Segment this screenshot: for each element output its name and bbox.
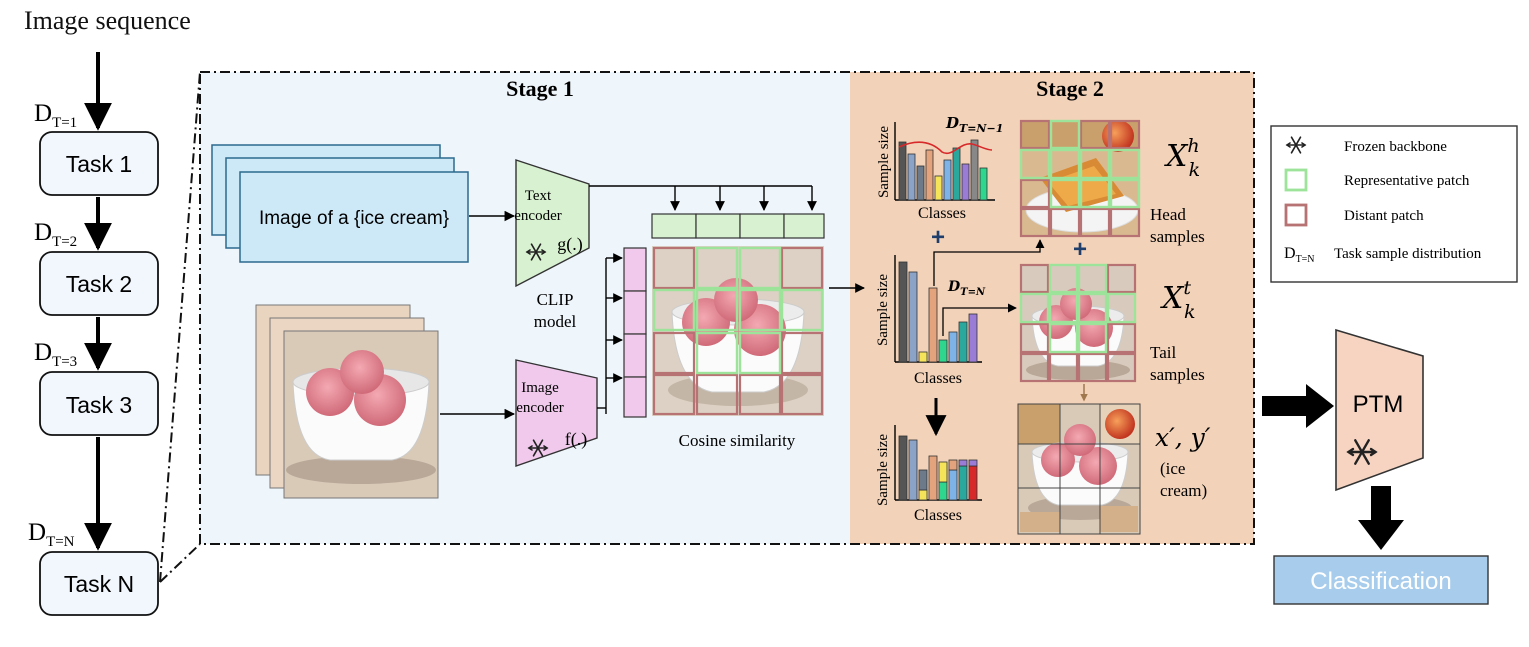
image-embedding-column: [623, 247, 647, 418]
image-encoder-line2: encoder: [516, 400, 563, 416]
legend-task-symbol: DT=N: [1284, 245, 1315, 265]
image-encoder: Image encoder f(.): [515, 359, 598, 467]
task-3-group: DT=3 Task 3: [34, 339, 159, 436]
chart-current-dist-label: DT=N: [947, 279, 986, 298]
legend-task: Task sample distribution: [1334, 246, 1482, 262]
legend-dist-swatch: [1284, 203, 1308, 227]
head-label-line1: Head: [1150, 205, 1186, 224]
plus-sign-2: +: [1073, 236, 1087, 263]
task-3-distribution: DT=3: [34, 339, 77, 370]
cosine-similarity-grid: [652, 246, 824, 416]
clip-label-line2: model: [534, 312, 577, 331]
task-n-group: DT=N Task N: [28, 519, 159, 616]
chart-balanced-axis-x: Classes: [914, 507, 962, 524]
arrow-to-ptm: [1262, 384, 1334, 428]
task-2-label: Task 2: [66, 271, 132, 297]
text-encoder: Text encoder g(.): [514, 159, 590, 288]
chart-current-axis-y: Sample size: [875, 274, 891, 346]
chart-prev-dist-label: DT=N−1: [945, 114, 1003, 135]
head-samples-image: [1019, 119, 1141, 238]
task-1-label: Task 1: [66, 151, 132, 177]
task-2-box: [39, 251, 159, 316]
chart-balanced-distribution: Sample size Classes: [875, 425, 982, 524]
legend: Frozen backbone Representative patch Dis…: [1270, 125, 1518, 283]
text-encoder-line2: encoder: [514, 208, 561, 224]
legend-rep-swatch: [1284, 168, 1308, 192]
task-1-distribution: DT=1: [34, 100, 77, 131]
ptm-label: PTM: [1353, 391, 1404, 418]
stage1-title: Stage 1: [506, 76, 574, 101]
chart-current-distribution: Sample size Classes DT=N: [875, 255, 986, 387]
task-n-distribution: DT=N: [28, 519, 75, 550]
chart-prev-axis-y: Sample size: [876, 126, 892, 198]
mix-label: x′, y′: [1155, 423, 1211, 452]
cosine-similarity-label: Cosine similarity: [679, 431, 796, 450]
task-1-group: DT=1 Task 1: [34, 100, 159, 196]
image-sequence-title: Image sequence: [24, 6, 191, 35]
image-stack: [255, 304, 439, 499]
text-encoder-line1: Text: [525, 188, 552, 204]
image-encoder-fn: f(.): [565, 429, 587, 450]
chart-current-axis-x: Classes: [914, 370, 962, 387]
chart-prev-distribution: Sample size Classes DT=N−1: [876, 114, 1003, 222]
prompt-text: Image of a {ice cream}: [259, 208, 449, 229]
arrow-to-classification: [1358, 486, 1404, 550]
task-3-box: [39, 371, 159, 436]
chart-balanced-axis-y: Sample size: [875, 434, 891, 506]
text-encoder-fn: g(.): [557, 234, 583, 255]
task-2-group: DT=2 Task 2: [34, 219, 159, 316]
image-encoder-line1: Image: [521, 380, 559, 396]
text-prompt-stack: Image of a {ice cream}: [211, 144, 469, 263]
tail-label-line2: samples: [1150, 365, 1205, 384]
ptm-block: PTM: [1335, 328, 1424, 492]
classification-box: [1273, 555, 1489, 605]
zoom-frame: [199, 71, 1255, 545]
legend-rep: Representative patch: [1344, 173, 1470, 189]
head-label-line2: samples: [1150, 227, 1205, 246]
classification-label: Classification: [1310, 568, 1451, 595]
text-embedding-row: [651, 213, 825, 239]
tail-label-line1: Tail: [1150, 343, 1176, 362]
task-2-distribution: DT=2: [34, 219, 77, 250]
stage2-title: Stage 2: [1036, 76, 1104, 101]
task-n-label: Task N: [64, 571, 134, 597]
legend-frozen: Frozen backbone: [1344, 139, 1447, 155]
chart-prev-axis-x: Classes: [918, 205, 966, 222]
task-3-label: Task 3: [66, 392, 132, 418]
mixed-sample-image: [1017, 403, 1141, 535]
task-1-box: [39, 131, 159, 196]
tail-samples-image: [1019, 263, 1137, 383]
plus-sign: +: [931, 224, 945, 251]
legend-dist: Distant patch: [1344, 208, 1424, 224]
task-n-box: [39, 551, 159, 616]
clip-label-line1: CLIP: [537, 290, 574, 309]
mix-label-line1: (ice: [1160, 459, 1185, 478]
mix-label-line2: cream): [1160, 481, 1207, 500]
